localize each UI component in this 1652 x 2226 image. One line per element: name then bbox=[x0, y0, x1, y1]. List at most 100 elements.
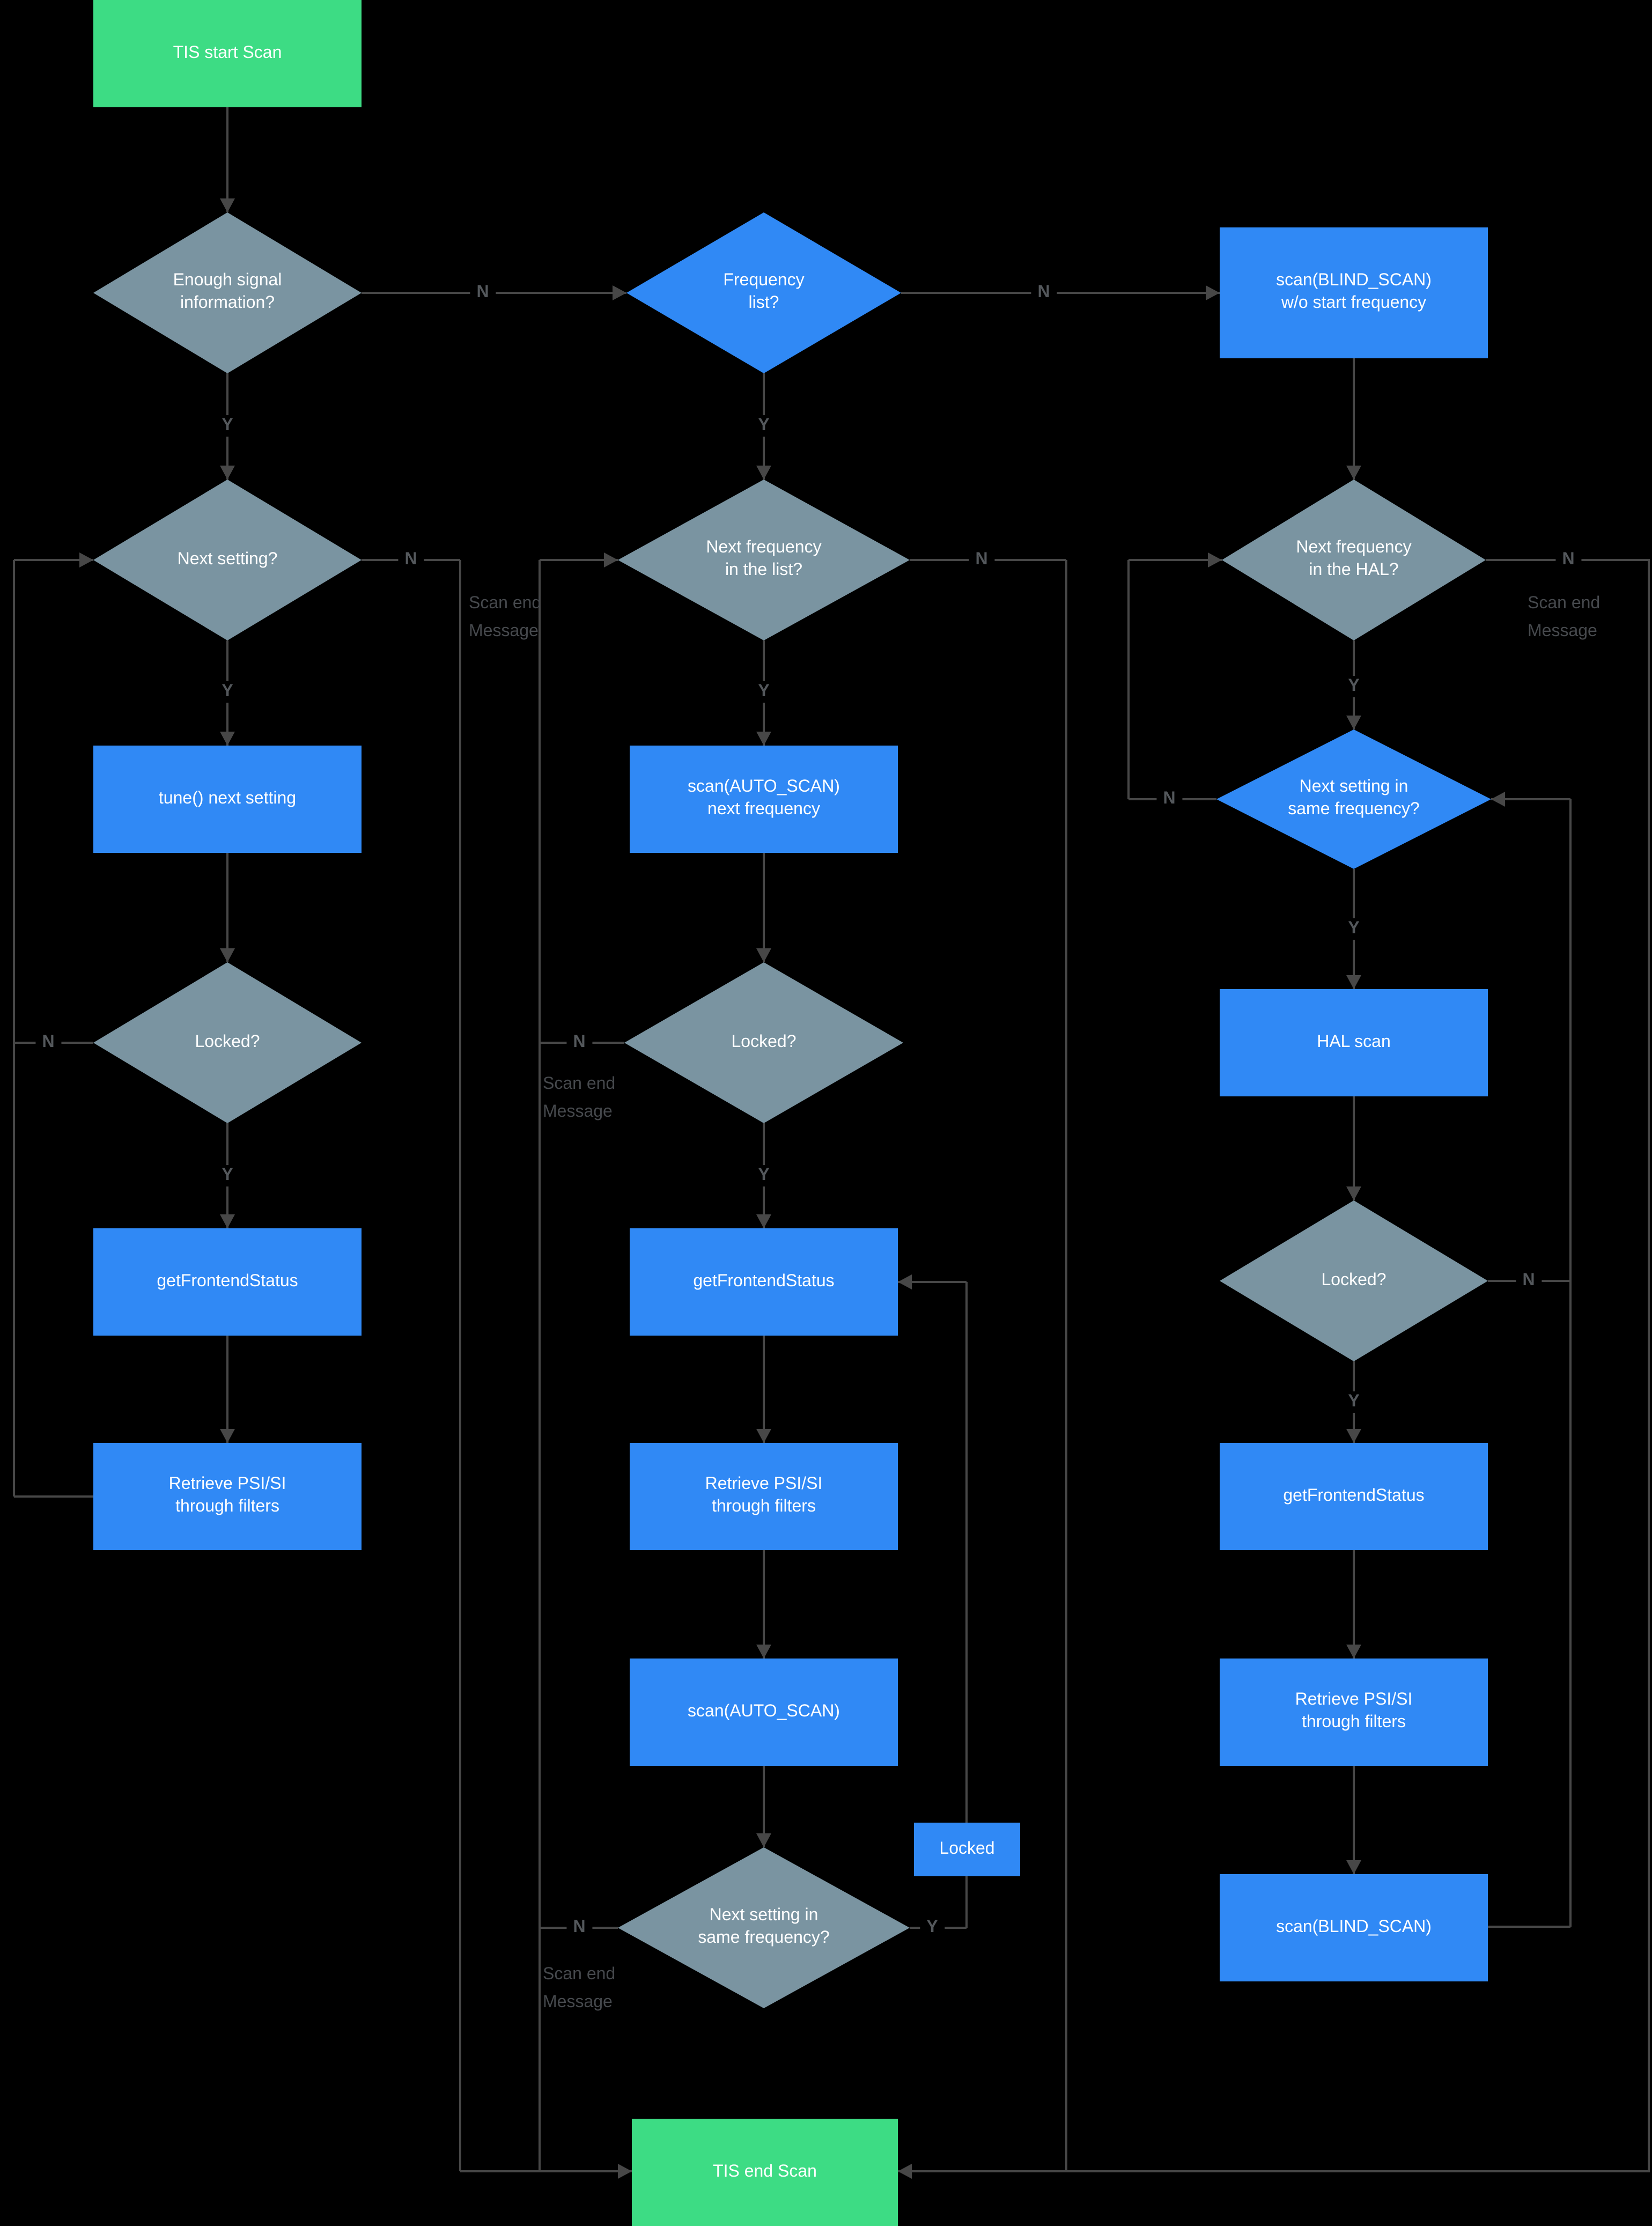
flow-line bbox=[1353, 1766, 1355, 1874]
decision-frequency-list-label: Frequency list? bbox=[723, 271, 805, 312]
scan-end-note: Scan end Message bbox=[1528, 594, 1601, 640]
end-box: TIS end Scan bbox=[632, 2119, 898, 2226]
branch-label: N bbox=[1555, 549, 1581, 571]
arrowhead-icon bbox=[1346, 466, 1361, 480]
process-get-frontend-status-2-label: getFrontendStatus bbox=[693, 1272, 835, 1291]
arrowhead-icon bbox=[898, 2164, 912, 2179]
end-box-label: TIS end Scan bbox=[713, 2162, 817, 2181]
branch-label: Y bbox=[751, 681, 776, 703]
arrowhead-icon bbox=[1491, 792, 1505, 807]
process-scan-auto-next-frequency-label: scan(AUTO_SCAN) next frequency bbox=[688, 778, 840, 819]
decision-locked-3: Locked? bbox=[1220, 1200, 1488, 1361]
decision-locked-2-label: Locked? bbox=[731, 1033, 796, 1051]
flow-line bbox=[226, 853, 228, 962]
decision-enough-signal: Enough signal information? bbox=[93, 212, 362, 373]
branch-label: N bbox=[470, 282, 496, 304]
process-tune-next-setting-label: tune() next setting bbox=[158, 789, 297, 808]
decision-next-setting-same-frequency-hal-label: Next setting in same frequency? bbox=[1288, 778, 1420, 819]
flow-line bbox=[1353, 358, 1355, 480]
branch-label: Y bbox=[920, 1917, 945, 1938]
process-tune-next-setting: tune() next setting bbox=[93, 746, 362, 853]
flow-line bbox=[540, 559, 618, 561]
process-retrieve-psi-3-label: Retrieve PSI/SI through filters bbox=[1295, 1691, 1413, 1731]
arrowhead-icon bbox=[1208, 552, 1222, 567]
flow-line bbox=[1488, 1926, 1570, 1928]
process-scan-blind-wo-start: scan(BLIND_SCAN) w/o start frequency bbox=[1220, 227, 1488, 358]
decision-next-setting-same-frequency-label: Next setting in same frequency? bbox=[698, 1906, 830, 1947]
arrowhead-icon bbox=[1346, 716, 1361, 729]
flow-line bbox=[763, 1550, 765, 1659]
decision-next-frequency-hal-label: Next frequency in the HAL? bbox=[1296, 539, 1412, 579]
process-retrieve-psi-1-label: Retrieve PSI/SI through filters bbox=[168, 1475, 286, 1516]
process-scan-blind: scan(BLIND_SCAN) bbox=[1220, 1874, 1488, 1981]
process-hal-scan-label: HAL scan bbox=[1317, 1033, 1391, 1051]
arrowhead-icon bbox=[756, 1833, 771, 1847]
arrowhead-icon bbox=[1346, 1645, 1361, 1659]
branch-label: N bbox=[1516, 1270, 1542, 1292]
arrowhead-icon bbox=[756, 466, 771, 480]
arrowhead-icon bbox=[604, 552, 618, 567]
flow-line bbox=[13, 560, 15, 1497]
decision-next-setting: Next setting? bbox=[93, 480, 362, 640]
flow-line bbox=[1569, 799, 1572, 1927]
decision-next-frequency-list-label: Next frequency in the list? bbox=[706, 539, 822, 579]
process-hal-scan: HAL scan bbox=[1220, 989, 1488, 1096]
process-retrieve-psi-1: Retrieve PSI/SI through filters bbox=[93, 1443, 362, 1550]
decision-locked-3-label: Locked? bbox=[1321, 1271, 1386, 1289]
flow-line bbox=[1648, 560, 1650, 2171]
scan-end-note: Scan end Message bbox=[543, 1965, 616, 2011]
flow-line bbox=[1127, 560, 1130, 799]
flow-line bbox=[460, 2170, 632, 2172]
flow-line bbox=[226, 1336, 228, 1443]
process-retrieve-psi-2-label: Retrieve PSI/SI through filters bbox=[705, 1475, 823, 1516]
start-box: TIS start Scan bbox=[93, 0, 362, 107]
flow-line bbox=[763, 853, 765, 962]
flow-line bbox=[898, 1281, 967, 1283]
arrowhead-icon bbox=[756, 1645, 771, 1659]
flow-line bbox=[14, 1495, 93, 1498]
flow-line bbox=[763, 1766, 765, 1847]
branch-label: Y bbox=[1341, 676, 1366, 697]
process-get-frontend-status-3-label: getFrontendStatus bbox=[1283, 1486, 1425, 1505]
flow-line bbox=[1353, 1096, 1355, 1200]
process-scan-blind-label: scan(BLIND_SCAN) bbox=[1276, 1918, 1432, 1936]
branch-label: Y bbox=[215, 681, 240, 703]
arrowhead-icon bbox=[220, 198, 235, 212]
arrowhead-icon bbox=[220, 732, 235, 746]
arrowhead-icon bbox=[220, 466, 235, 480]
decision-next-frequency-hal: Next frequency in the HAL? bbox=[1222, 480, 1486, 640]
flow-line bbox=[1491, 798, 1570, 800]
flow-line bbox=[898, 2170, 1650, 2172]
branch-label: N bbox=[1031, 282, 1057, 304]
decision-frequency-list: Frequency list? bbox=[626, 212, 901, 373]
arrowhead-icon bbox=[220, 948, 235, 962]
branch-label: Y bbox=[751, 1165, 776, 1186]
flow-line bbox=[14, 559, 93, 561]
branch-label: N bbox=[398, 549, 424, 571]
decision-next-frequency-list: Next frequency in the list? bbox=[618, 480, 910, 640]
arrowhead-icon bbox=[220, 1214, 235, 1228]
branch-label: N bbox=[35, 1032, 61, 1053]
flow-line bbox=[901, 292, 1220, 294]
flow-line bbox=[763, 1336, 765, 1443]
process-get-frontend-status-1: getFrontendStatus bbox=[93, 1228, 362, 1336]
flow-line bbox=[1065, 560, 1067, 2171]
arrowhead-icon bbox=[756, 732, 771, 746]
branch-label: N bbox=[1156, 788, 1182, 810]
flow-line bbox=[226, 107, 228, 212]
arrowhead-icon bbox=[613, 285, 626, 300]
scan-end-note: Scan end Message bbox=[469, 594, 542, 640]
arrowhead-icon bbox=[756, 948, 771, 962]
flow-line bbox=[539, 560, 541, 2171]
arrowhead-icon bbox=[79, 552, 93, 567]
branch-label: N bbox=[566, 1032, 592, 1053]
process-get-frontend-status-3: getFrontendStatus bbox=[1220, 1443, 1488, 1550]
decision-locked-2: Locked? bbox=[624, 962, 903, 1123]
decision-locked-1: Locked? bbox=[93, 962, 362, 1123]
scan-end-note: Scan end Message bbox=[543, 1075, 616, 1121]
start-box-label: TIS start Scan bbox=[173, 43, 282, 62]
arrowhead-icon bbox=[1346, 1860, 1361, 1874]
branch-label: Y bbox=[215, 415, 240, 437]
arrowhead-icon bbox=[756, 1214, 771, 1228]
